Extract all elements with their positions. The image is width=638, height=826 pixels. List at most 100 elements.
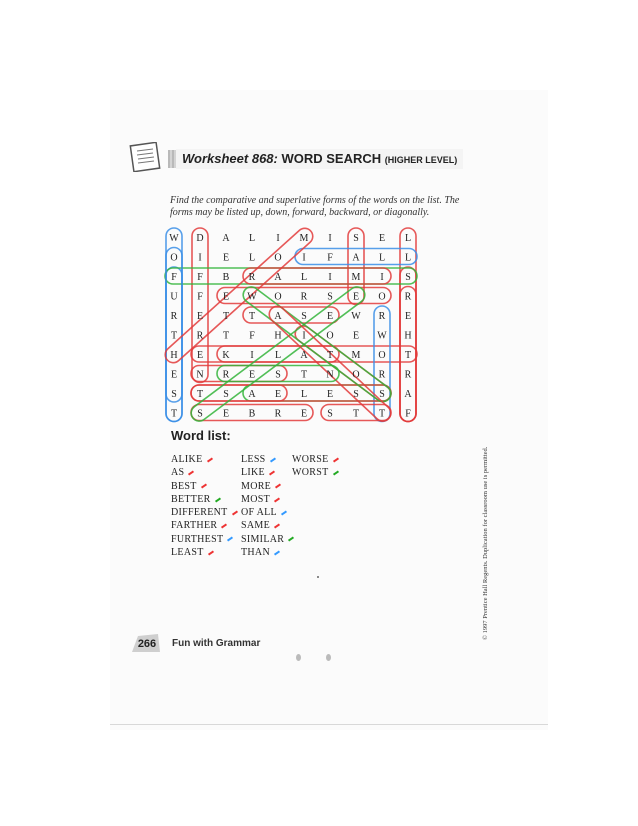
grid-letter: I bbox=[302, 331, 305, 342]
word-list-title: Word list: bbox=[171, 428, 231, 443]
check-mark bbox=[332, 470, 339, 476]
grid-letter: R bbox=[171, 311, 178, 322]
grid-letter: S bbox=[353, 233, 359, 244]
grid-letter: T bbox=[405, 350, 411, 361]
grid-letter: T bbox=[171, 409, 177, 420]
grid-letter: I bbox=[198, 253, 201, 264]
copyright-notice: © 1997 Prentice Hall Regents. Duplicatio… bbox=[482, 446, 489, 640]
level-text: (HIGHER LEVEL) bbox=[384, 155, 458, 165]
grid-letter: S bbox=[301, 311, 307, 322]
word-list-item: MORE bbox=[241, 480, 294, 493]
grid-letter: E bbox=[353, 331, 359, 342]
grid-letter: R bbox=[197, 331, 204, 342]
word-text: DIFFERENT bbox=[171, 507, 228, 519]
grid-letter: E bbox=[275, 389, 281, 400]
check-mark bbox=[273, 497, 281, 503]
grid-letter: O bbox=[378, 350, 385, 361]
grid-letter: T bbox=[327, 350, 333, 361]
grid-letter: O bbox=[352, 370, 359, 381]
grid-letter: S bbox=[405, 272, 411, 283]
word-list-item: LIKE bbox=[241, 466, 294, 479]
word-text: MORE bbox=[241, 480, 272, 492]
grid-letter: I bbox=[302, 253, 305, 264]
highlight-loop bbox=[347, 227, 365, 306]
grid-letter: O bbox=[274, 292, 281, 303]
title-text: WORD SEARCH bbox=[281, 151, 382, 166]
grid-letter: E bbox=[405, 311, 411, 322]
word-list-item: OF ALL bbox=[241, 506, 294, 519]
highlight-loop bbox=[242, 286, 392, 403]
grid-letter: E bbox=[301, 409, 307, 420]
highlight-loop bbox=[190, 345, 340, 363]
grid-letter: S bbox=[353, 389, 359, 400]
worksheet-page bbox=[110, 90, 548, 730]
grid-letter: E bbox=[249, 370, 255, 381]
check-mark bbox=[269, 457, 276, 463]
grid-letter: T bbox=[171, 331, 177, 342]
check-mark bbox=[275, 483, 282, 489]
grid-letter: A bbox=[222, 233, 230, 244]
worksheet-label: Worksheet 868: bbox=[182, 151, 278, 166]
grid-letter: S bbox=[327, 409, 333, 420]
grid-letter: H bbox=[170, 350, 177, 361]
highlight-loop bbox=[191, 227, 209, 384]
grid-letter: A bbox=[274, 272, 282, 283]
grid-letter: E bbox=[327, 311, 333, 322]
word-text: SAME bbox=[241, 520, 270, 532]
grid-letter: N bbox=[196, 370, 203, 381]
word-text: SIMILAR bbox=[241, 533, 285, 545]
word-list-item: ALIKE bbox=[171, 453, 238, 466]
grid-letter: F bbox=[327, 253, 333, 264]
book-title: Fun with Grammar bbox=[172, 638, 261, 649]
smudge-mark bbox=[326, 654, 331, 661]
grid-letter: R bbox=[405, 292, 412, 303]
grid-letter: S bbox=[327, 292, 333, 303]
grid-letter: A bbox=[352, 253, 360, 264]
check-mark bbox=[221, 523, 228, 529]
grid-letter: T bbox=[223, 311, 229, 322]
grid-letter: W bbox=[351, 311, 361, 322]
word-text: BEST bbox=[171, 480, 197, 492]
word-text: OF ALL bbox=[241, 507, 277, 519]
grid-letter: S bbox=[223, 389, 229, 400]
word-text: LEAST bbox=[171, 547, 204, 559]
grid-letter: M bbox=[352, 272, 361, 283]
word-list-item: THAN bbox=[241, 546, 294, 559]
grid-letter: L bbox=[249, 253, 255, 264]
grid-letter: F bbox=[197, 292, 203, 303]
word-list-item: AS bbox=[171, 466, 238, 479]
word-list-item: LEAST bbox=[171, 546, 238, 559]
check-mark bbox=[206, 457, 213, 463]
check-mark bbox=[332, 457, 339, 463]
grid-letter: R bbox=[223, 370, 230, 381]
word-text: LIKE bbox=[241, 467, 265, 479]
word-text: FARTHER bbox=[171, 520, 218, 532]
grid-letter: A bbox=[248, 389, 256, 400]
check-mark bbox=[200, 483, 207, 489]
word-list-item: SIMILAR bbox=[241, 533, 295, 546]
grid-letter: E bbox=[171, 370, 177, 381]
check-mark bbox=[288, 536, 295, 543]
grid-letter: A bbox=[404, 389, 412, 400]
grid-letter: L bbox=[301, 272, 307, 283]
grid-letter: E bbox=[327, 389, 333, 400]
word-text: WORST bbox=[292, 467, 329, 479]
grid-letter: E bbox=[197, 350, 203, 361]
notepad-icon bbox=[129, 142, 161, 172]
word-text: ALIKE bbox=[171, 454, 203, 465]
smudge-mark bbox=[296, 654, 301, 661]
check-mark bbox=[231, 510, 238, 516]
grid-letter: U bbox=[170, 292, 178, 303]
grid-letter: F bbox=[405, 409, 411, 420]
word-list-item: MOST bbox=[241, 493, 294, 506]
word-text: BETTER bbox=[171, 493, 211, 505]
highlight-loop bbox=[165, 246, 183, 423]
check-mark bbox=[214, 497, 221, 503]
highlight-loop bbox=[216, 286, 392, 305]
grid-letter: H bbox=[274, 331, 281, 342]
grid-letter: R bbox=[379, 370, 386, 381]
grid-letter: H bbox=[404, 331, 411, 342]
grid-letter: I bbox=[250, 350, 253, 361]
highlight-loop bbox=[164, 267, 418, 285]
